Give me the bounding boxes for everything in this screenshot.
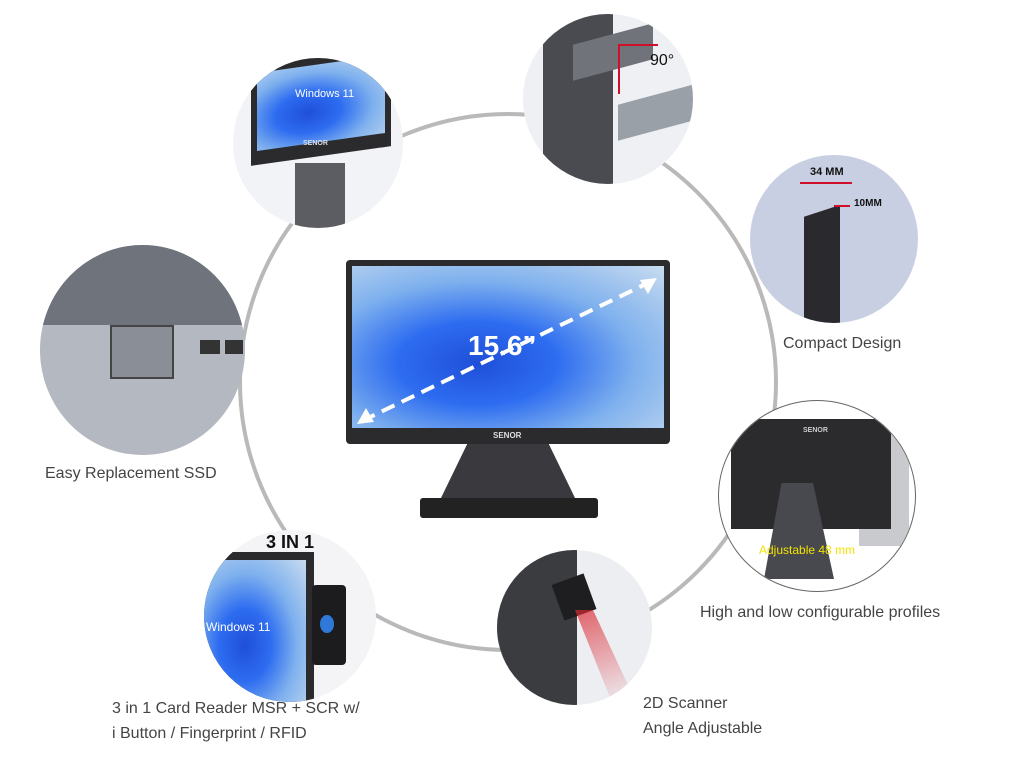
- screen-size-label: 15.6”: [468, 330, 537, 361]
- feature-card-reader: Windows 11 3 IN 1: [204, 530, 376, 702]
- feature-compact: 34 MM 10MM: [750, 155, 918, 323]
- feature-os-display: Windows 11 SENOR: [233, 58, 403, 228]
- tilt-angle: 90°: [650, 52, 675, 69]
- diagonal-arrow-icon: [357, 278, 657, 424]
- width-dimension: 34 MM: [810, 166, 844, 178]
- caption-card-reader-line2: i Button / Fingerprint / RFID: [112, 725, 307, 742]
- feature-tilt: 90°: [523, 14, 693, 184]
- caption-scanner-line2: Angle Adjustable: [643, 720, 763, 737]
- feature-ssd: [40, 245, 245, 455]
- caption-profiles: High and low configurable profiles: [700, 604, 941, 621]
- adjustable-height-label: Adjustable 48 mm: [759, 543, 856, 557]
- caption-compact: Compact Design: [783, 335, 902, 352]
- three-in-one-badge: 3 IN 1: [266, 532, 315, 552]
- feature-profiles: SENOR Adjustable 48 mm: [718, 400, 916, 592]
- caption-scanner-line1: 2D Scanner: [643, 695, 728, 712]
- brand-logo: SENOR: [493, 431, 522, 440]
- os-badge: Windows 11: [295, 88, 355, 100]
- bezel-dimension: 10MM: [854, 198, 882, 209]
- brand-logo: SENOR: [803, 427, 828, 434]
- brand-logo: SENOR: [303, 140, 328, 147]
- feature-scanner: [497, 550, 652, 705]
- os-badge: Windows 11: [206, 620, 271, 634]
- caption-card-reader-line1: 3 in 1 Card Reader MSR + SCR w/: [112, 700, 360, 717]
- caption-ssd: Easy Replacement SSD: [45, 465, 217, 482]
